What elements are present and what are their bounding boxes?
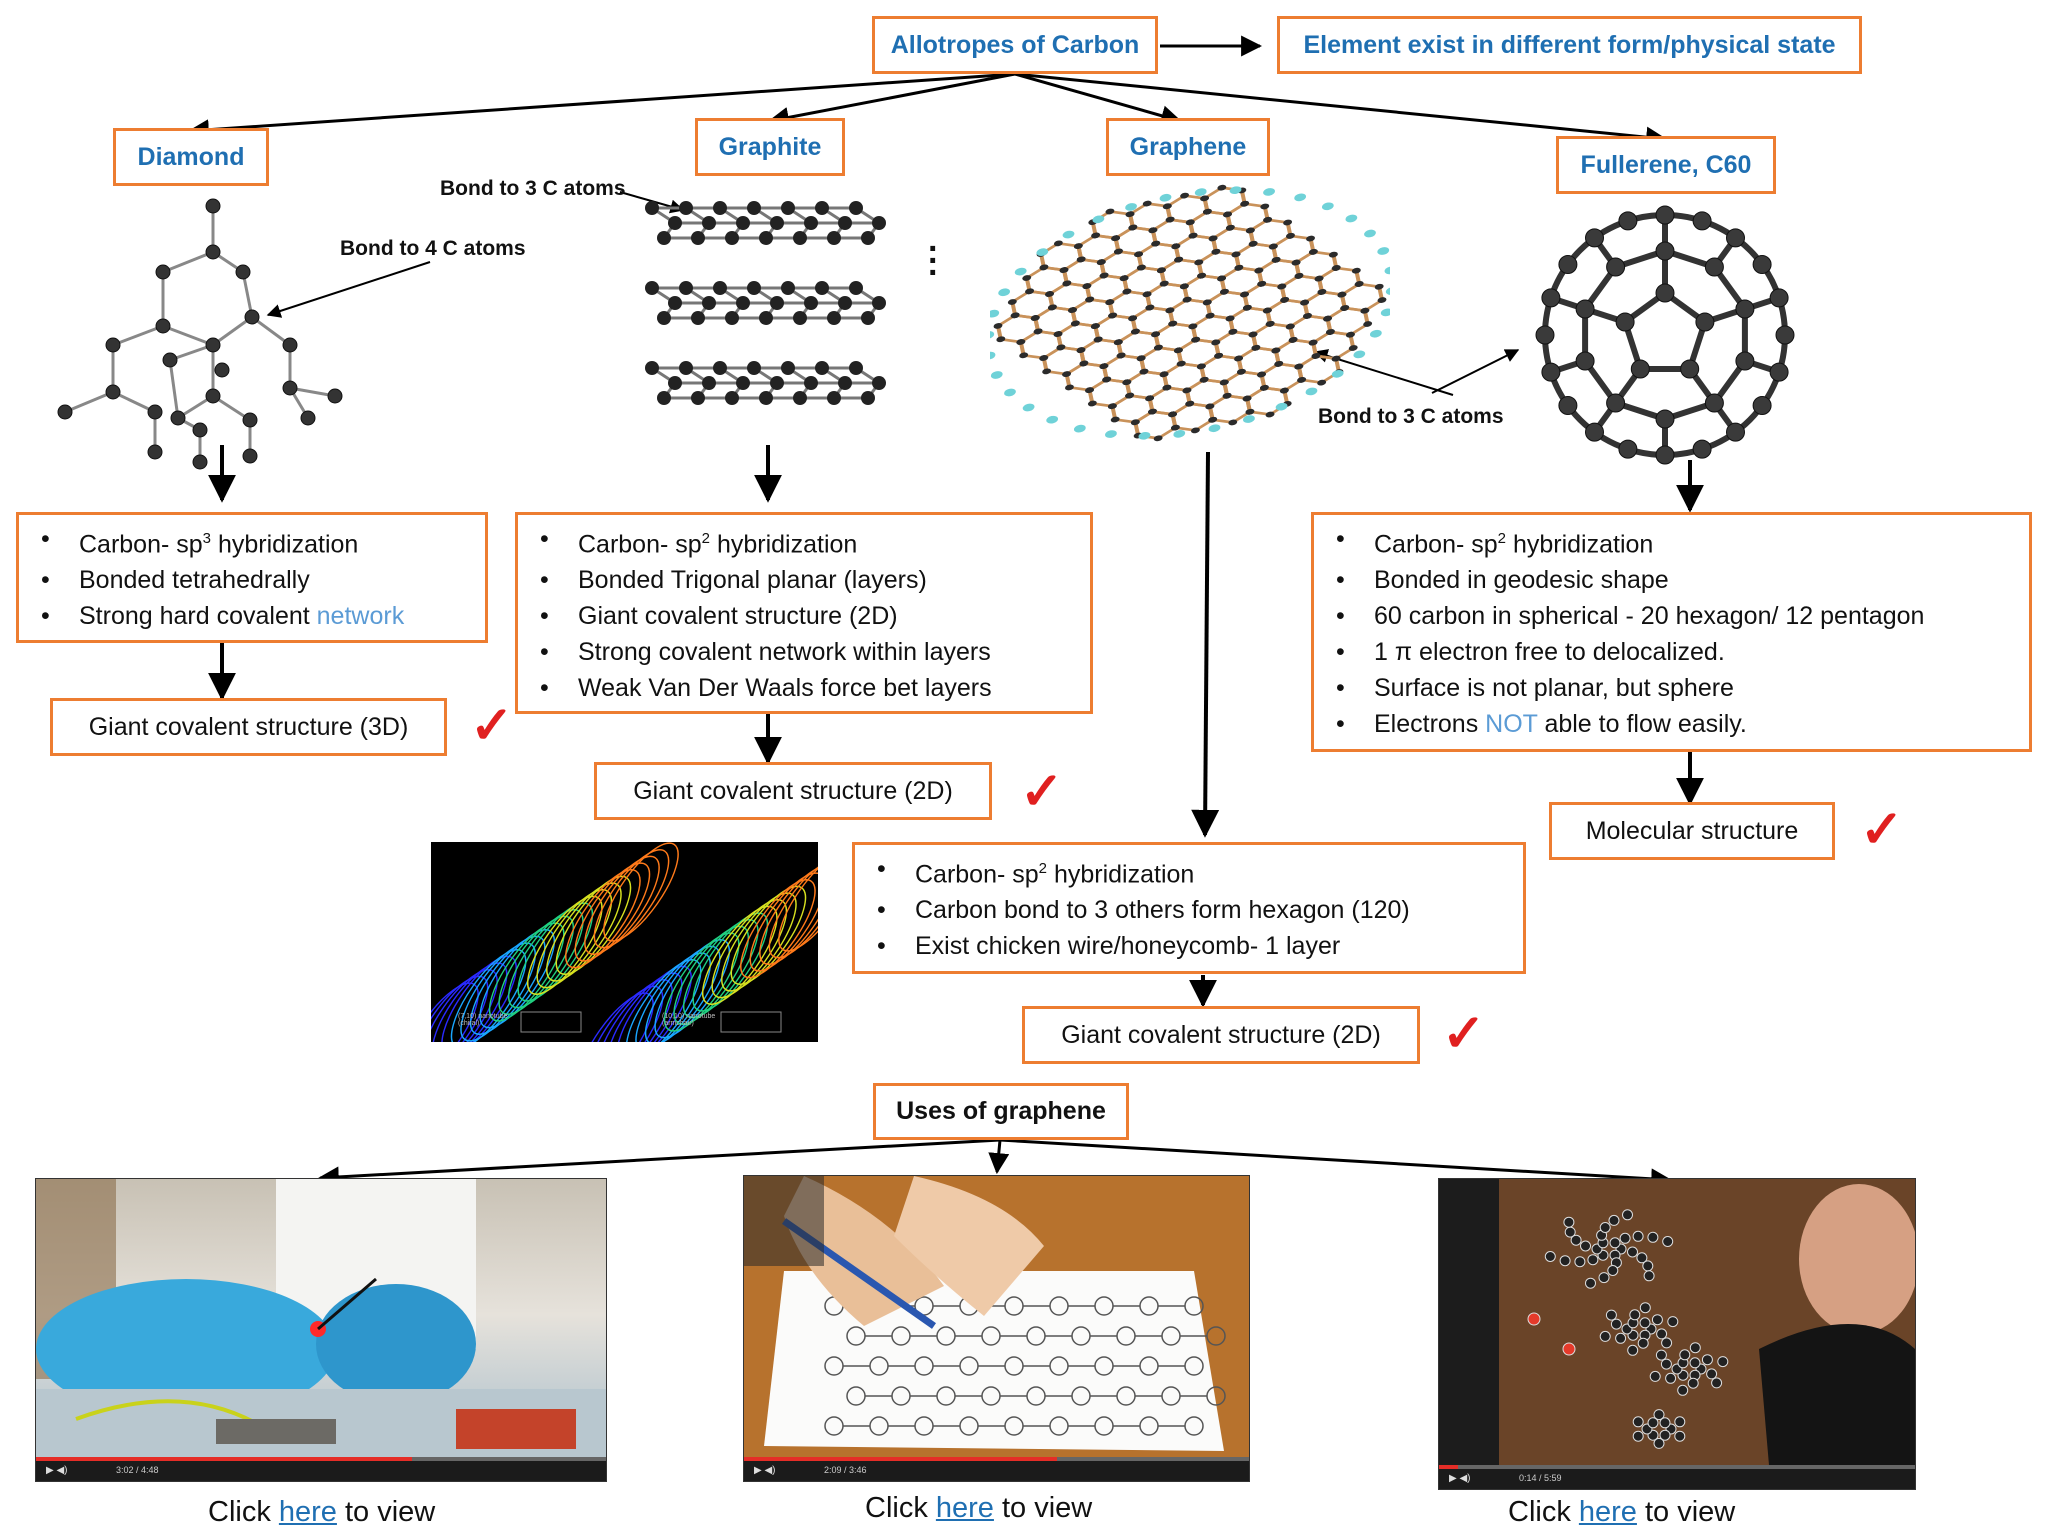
video-2-thumbnail — [744, 1176, 1226, 1451]
video-2-link[interactable]: here — [935, 1492, 994, 1524]
video-1-time: 3:02 / 4:48 — [116, 1465, 159, 1475]
fullerene-prop-1: Carbon- sp2 hybridization — [1336, 521, 2017, 562]
fullerene-properties-list: Carbon- sp2 hybridization Bonded in geod… — [1314, 515, 2029, 748]
fullerene-check-mark: ✓ — [1860, 801, 1904, 859]
video-2-time: 2:09 / 3:46 — [824, 1465, 867, 1475]
fullerene-result-box: Molecular structure — [1549, 802, 1835, 860]
graphite-structure-image — [645, 201, 886, 405]
video-3-time: 0:14 / 5:59 — [1519, 1473, 1562, 1483]
graphite-prop-1: Carbon- sp2 hybridization — [540, 521, 1078, 562]
uses-title-box: Uses of graphene — [873, 1083, 1129, 1140]
video-3-play-icon[interactable]: ▶ ◀) — [1449, 1473, 1471, 1484]
graphene-prop-1: Carbon- sp2 hybridization — [877, 851, 1511, 892]
graphene-prop-2: Carbon bond to 3 others form hexagon (12… — [877, 892, 1511, 928]
video-2-caption: Click here to view — [865, 1492, 1093, 1524]
graphene-properties-list: Carbon- sp2 hybridization Carbon bond to… — [855, 845, 1523, 970]
nanotube-label-1: (7,10) nanotube (chiral) — [458, 1013, 508, 1027]
video-3-control-bar[interactable]: ▶ ◀) 0:14 / 5:59 — [1439, 1465, 1915, 1489]
root-title: Allotropes of Carbon — [890, 30, 1140, 59]
video-3-progress-fill — [1439, 1465, 1459, 1469]
fullerene-prop-5: Surface is not planar, but sphere — [1336, 670, 2017, 706]
uses-title: Uses of graphene — [896, 1097, 1106, 1125]
graphite-result: Giant covalent structure (2D) — [633, 776, 953, 805]
video-player-2[interactable]: ▶ ◀) 2:09 / 3:46 — [743, 1175, 1250, 1482]
diamond-check-mark: ✓ — [470, 697, 514, 755]
graphite-bond-label: Bond to 3 C atoms — [440, 177, 626, 200]
graphite-prop-4: Strong covalent network within layers — [540, 634, 1078, 670]
graphene-result: Giant covalent structure (2D) — [1061, 1020, 1381, 1049]
video-2-progress-fill — [744, 1457, 1058, 1461]
graphene-title: Graphene — [1129, 132, 1247, 161]
graphite-prop-3: Giant covalent structure (2D) — [540, 598, 1078, 634]
diamond-prop-3: Strong hard covalent network — [41, 598, 473, 634]
nanotube-label-2: (10,10) nanotube (armchair) — [662, 1013, 716, 1027]
diamond-title-box: Diamond — [113, 128, 269, 186]
video-1-caption: Click here to view — [208, 1496, 436, 1528]
graphite-prop-2: Bonded Trigonal planar (layers) — [540, 562, 1078, 598]
video-1-thumbnail — [36, 1179, 606, 1457]
more-layers-dots: ··· — [928, 230, 940, 292]
fullerene-title-box: Fullerene, C60 — [1556, 136, 1776, 194]
video-player-3[interactable]: ▶ ◀) 0:14 / 5:59 — [1438, 1178, 1916, 1490]
graphene-bond-label: Bond to 3 C atoms — [1318, 405, 1504, 428]
video-3-progress-track[interactable] — [1439, 1465, 1915, 1469]
diamond-properties-list: Carbon- sp3 hybridization Bonded tetrahe… — [19, 515, 485, 640]
graphene-properties-box: Carbon- sp2 hybridization Carbon bond to… — [852, 842, 1526, 974]
nanotube-image — [431, 842, 818, 1042]
root-title-box: Allotropes of Carbon — [872, 16, 1158, 74]
diamond-bond-label: Bond to 4 C atoms — [340, 237, 526, 260]
graphite-result-box: Giant covalent structure (2D) — [594, 762, 992, 820]
video-1-control-bar[interactable]: ▶ ◀) 3:02 / 4:48 — [36, 1457, 606, 1481]
graphene-result-box: Giant covalent structure (2D) — [1022, 1006, 1420, 1064]
diamond-structure-image — [57, 198, 343, 470]
graphite-check-mark: ✓ — [1020, 763, 1064, 821]
diamond-result-box: Giant covalent structure (3D) — [50, 698, 447, 756]
fullerene-title: Fullerene, C60 — [1580, 150, 1752, 179]
graphene-check-mark: ✓ — [1442, 1005, 1486, 1063]
fullerene-properties-box: Carbon- sp2 hybridization Bonded in geod… — [1311, 512, 2032, 752]
graphite-properties-list: Carbon- sp2 hybridization Bonded Trigona… — [518, 515, 1090, 712]
fullerene-structure-image — [1535, 205, 1795, 465]
video-2-control-bar[interactable]: ▶ ◀) 2:09 / 3:46 — [744, 1457, 1249, 1481]
fullerene-result: Molecular structure — [1585, 816, 1799, 845]
diamond-result: Giant covalent structure (3D) — [88, 712, 409, 741]
video-1-progress-fill — [36, 1457, 413, 1461]
fullerene-prop-3: 60 carbon in spherical - 20 hexagon/ 12 … — [1336, 598, 2017, 634]
graphene-prop-3: Exist chicken wire/honeycomb- 1 layer — [877, 928, 1511, 964]
video-3-caption: Click here to view — [1508, 1496, 1736, 1528]
graphite-properties-box: Carbon- sp2 hybridization Bonded Trigona… — [515, 512, 1093, 714]
video-3-thumbnail — [1439, 1179, 1915, 1465]
graphene-structure-image — [990, 184, 1390, 442]
graphite-title: Graphite — [718, 132, 822, 161]
graphite-title-box: Graphite — [695, 118, 845, 176]
video-2-play-icon[interactable]: ▶ ◀) — [754, 1465, 776, 1476]
video-2-progress-track[interactable] — [744, 1457, 1249, 1461]
video-1-progress-track[interactable] — [36, 1457, 606, 1461]
video-3-link[interactable]: here — [1578, 1496, 1637, 1528]
video-1-play-icon[interactable]: ▶ ◀) — [46, 1465, 68, 1476]
graphene-title-box: Graphene — [1106, 118, 1270, 176]
video-player-1[interactable]: ▶ ◀) 3:02 / 4:48 — [35, 1178, 607, 1482]
fullerene-prop-2: Bonded in geodesic shape — [1336, 562, 2017, 598]
diamond-properties-box: Carbon- sp3 hybridization Bonded tetrahe… — [16, 512, 488, 643]
definition-text: Element exist in different form/physical… — [1303, 30, 1836, 59]
video-1-link[interactable]: here — [278, 1496, 337, 1528]
diamond-prop-1: Carbon- sp3 hybridization — [41, 521, 473, 562]
fullerene-prop-6: Electrons NOT able to flow easily. — [1336, 706, 2017, 742]
diamond-prop-2: Bonded tetrahedrally — [41, 562, 473, 598]
fullerene-prop-4: 1 π electron free to delocalized. — [1336, 634, 2017, 670]
diamond-title: Diamond — [137, 142, 245, 171]
graphite-prop-5: Weak Van Der Waals force bet layers — [540, 670, 1078, 706]
definition-box: Element exist in different form/physical… — [1277, 16, 1862, 74]
